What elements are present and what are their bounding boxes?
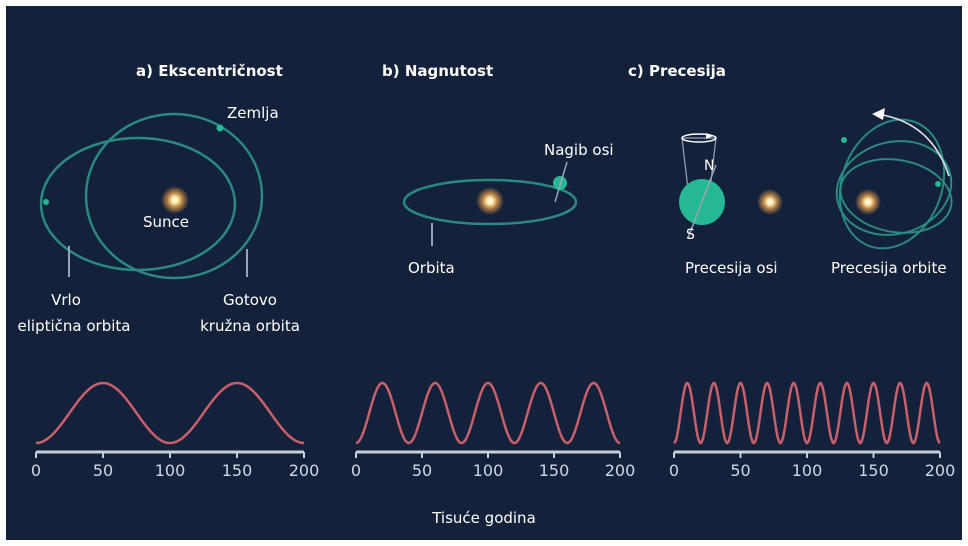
tick-label-b: 100 xyxy=(472,461,504,480)
panel-c-orbit-illustration xyxy=(835,108,953,250)
tick-label-c: 100 xyxy=(791,461,823,480)
spin-ring-icon xyxy=(681,133,717,143)
label-orbit-precession: Precesija orbite xyxy=(831,259,947,277)
label-elliptic-line1: Vrlo xyxy=(51,291,81,309)
elliptic-orbit xyxy=(39,136,237,272)
panel-b-illustration xyxy=(402,161,578,246)
wave-b xyxy=(355,381,621,445)
title-eccentricity: a) Ekscentričnost xyxy=(136,62,283,80)
planet-a-left-icon xyxy=(43,199,49,205)
tick-label-a: 100 xyxy=(154,461,186,480)
precessing-orbit-3 xyxy=(839,158,953,234)
tick-label-b: 150 xyxy=(538,461,570,480)
label-tilt: Nagib osi xyxy=(544,141,614,159)
label-elliptic-line2: eliptična orbita xyxy=(17,317,131,335)
tick-label-c: 150 xyxy=(858,461,889,480)
label-circular-line2: kružna orbita xyxy=(200,317,300,335)
label-south: S xyxy=(686,227,695,243)
planet-c2a-icon xyxy=(841,137,847,143)
diagram-canvas xyxy=(35,108,953,458)
panel-c-axis-illustration xyxy=(679,133,783,239)
cycle-waves xyxy=(36,381,941,445)
tick-label-a: 50 xyxy=(92,461,114,480)
milankovitch-diagram: a) Ekscentričnost b) Nagnutost c) Preces… xyxy=(6,6,962,540)
planet-c2b-icon xyxy=(935,181,941,187)
tick-label-c: 200 xyxy=(924,461,956,480)
tick-label-c: 50 xyxy=(730,461,751,480)
precessing-orbit-2 xyxy=(835,140,953,236)
tick-label-a: 200 xyxy=(288,461,320,480)
title-obliquity: b) Nagnutost xyxy=(382,62,494,80)
tick-label-a: 0 xyxy=(30,461,42,480)
sun-b-icon xyxy=(476,187,504,215)
label-north: N xyxy=(704,158,715,174)
sun-c2-icon xyxy=(855,189,881,215)
wave-c xyxy=(673,381,941,445)
tick-label-a: 150 xyxy=(221,461,253,480)
title-precession: c) Precesija xyxy=(628,62,726,80)
earth-axis xyxy=(687,164,717,239)
tick-label-b: 50 xyxy=(411,461,433,480)
sun-c-icon xyxy=(757,189,783,215)
wave-a xyxy=(36,381,304,445)
label-earth: Zemlja xyxy=(227,104,279,122)
sun-a-icon xyxy=(161,186,189,214)
panel-a-illustration xyxy=(39,112,264,280)
tick-label-b: 200 xyxy=(604,461,636,480)
label-circular-line1: Gotovo xyxy=(223,291,277,309)
tilt-orbit xyxy=(402,178,578,226)
tick-label-b: 0 xyxy=(350,461,362,480)
tick-label-c: 0 xyxy=(668,461,680,480)
earth-a-icon xyxy=(216,124,224,132)
xlabel-time: Tisuće godina xyxy=(432,509,536,527)
label-sun: Sunce xyxy=(143,213,190,231)
spin-arrow-icon xyxy=(706,133,713,139)
time-axes xyxy=(35,450,941,458)
precession-arrowhead-icon xyxy=(872,108,885,120)
tilt-axis xyxy=(554,161,568,203)
label-axis-precession: Precesija osi xyxy=(685,259,778,277)
label-orbit: Orbita xyxy=(408,259,455,277)
circular-orbit xyxy=(84,112,264,280)
precession-arrow xyxy=(875,113,950,177)
